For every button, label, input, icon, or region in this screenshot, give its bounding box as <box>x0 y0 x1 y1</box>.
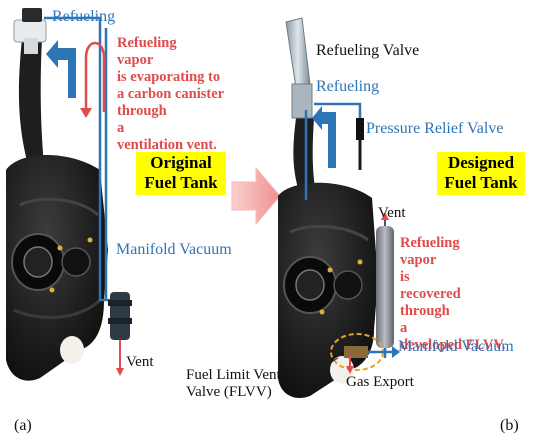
transition-arrow <box>231 166 281 226</box>
right-vapor-note-line-2: is recovered <box>400 269 542 303</box>
right-vapor-note: Refueling vapor is recovered through a d… <box>400 235 542 354</box>
left-vapor-note-word: a <box>117 120 125 136</box>
canister-valve-left <box>108 292 132 376</box>
flvv-cylinder <box>376 212 394 358</box>
caption-b: (b) <box>500 417 519 434</box>
right-vapor-note-line-1: Refueling vapor <box>400 235 542 269</box>
pressure-relief-valve-label: Pressure Relief Valve <box>366 120 504 137</box>
left-vent-label: Vent <box>126 354 154 370</box>
left-vapor-note-word: vapor <box>117 52 154 68</box>
refueling-nozzle <box>13 8 47 54</box>
left-vapor-note-word: through <box>117 103 167 119</box>
original-fuel-tank-illustration <box>6 38 108 381</box>
designed-fuel-tank-illustration <box>278 118 378 398</box>
flvv-leader-line <box>321 357 339 369</box>
right-vent-lines <box>304 102 362 200</box>
right-vapor-note-word: Refueling <box>400 235 460 251</box>
right-vapor-note-line-4: developed FLVV. <box>400 337 506 353</box>
right-vent-label: Vent <box>378 205 406 221</box>
right-vapor-note-word: recovered <box>400 286 461 302</box>
left-vapor-note-word: Refueling <box>117 35 177 51</box>
refueling-flow-arrow-right <box>312 106 336 168</box>
flvv-callout <box>330 333 400 374</box>
refueling-valve-label: Refueling Valve <box>316 42 420 59</box>
left-vapor-note: Refueling vapor is evaporating to a carb… <box>117 35 257 154</box>
designed-box-line-2: Fuel Tank <box>444 173 518 193</box>
right-vapor-note-word: vapor <box>400 252 437 268</box>
refueling-valve <box>285 17 313 119</box>
right-vapor-note-line-3: through a <box>400 303 542 337</box>
gas-export-label: Gas Export <box>346 374 414 390</box>
caption-a: (a) <box>14 417 32 434</box>
vapor-loop-arrowhead <box>80 108 92 118</box>
left-vapor-note-line-4: through a <box>117 103 257 137</box>
flvv-label: Fuel Limit Vent Valve (FLVV) <box>186 367 281 401</box>
right-manifold-vacuum-label: Manifold Vacuum <box>398 338 514 355</box>
pressure-relief-valve <box>356 118 364 170</box>
left-vapor-note-line-2: is evaporating to <box>117 69 221 85</box>
right-vapor-note-word: is <box>400 269 410 285</box>
right-vapor-note-word: a <box>400 320 408 336</box>
vapor-loop-arrow <box>84 41 106 112</box>
designed-box-line-1: Designed <box>447 153 515 172</box>
flvv-label-line-2: Valve (FLVV) <box>186 384 272 400</box>
left-vapor-note-line-3: a carbon canister <box>117 86 225 102</box>
left-manifold-vacuum-label: Manifold Vacuum <box>116 241 232 258</box>
original-box-line-2: Fuel Tank <box>144 173 218 193</box>
flvv-label-line-1: Fuel Limit Vent <box>186 367 281 383</box>
left-vapor-note-line-5: ventilation vent. <box>117 137 217 153</box>
refueling-flow-arrow <box>46 40 76 98</box>
left-vapor-note-line-1: Refueling vapor <box>117 35 257 69</box>
left-refueling-label: Refueling <box>52 8 116 25</box>
right-vapor-note-word: through <box>400 303 450 319</box>
right-refueling-label: Refueling <box>316 78 380 95</box>
original-fuel-tank-box: Original Fuel Tank <box>136 152 226 195</box>
original-box-line-1: Original <box>150 153 212 172</box>
designed-fuel-tank-box: Designed Fuel Tank <box>437 152 525 195</box>
